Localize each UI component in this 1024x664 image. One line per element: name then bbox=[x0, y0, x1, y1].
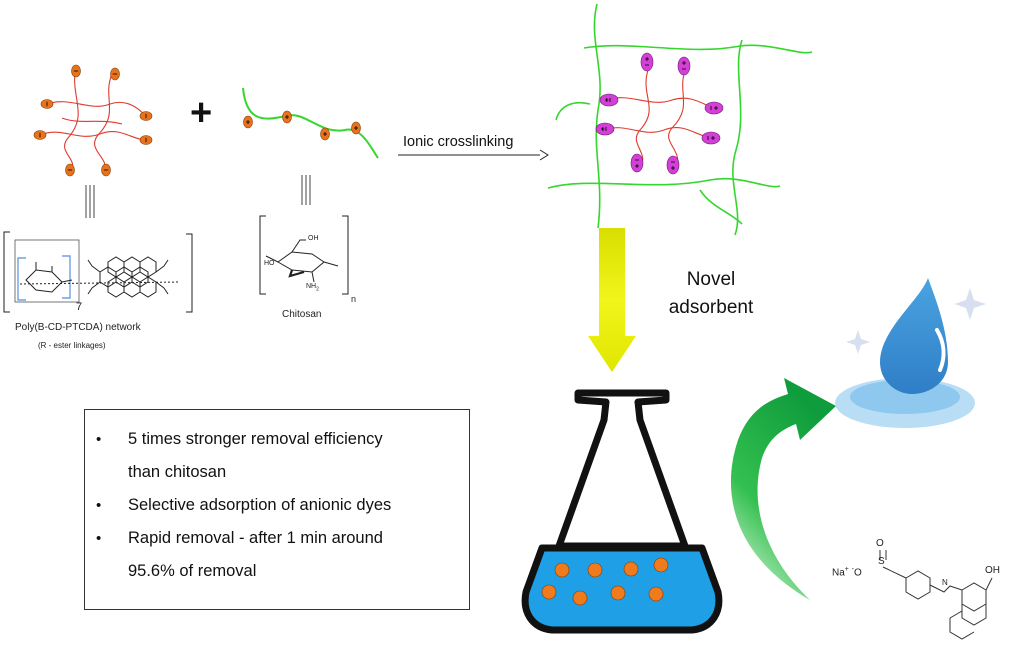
novel-adsorbent-label: Novel adsorbent bbox=[666, 266, 756, 322]
water-drop-icon bbox=[835, 278, 975, 428]
plus-sign: + bbox=[190, 92, 213, 134]
negative-bead-icon bbox=[139, 111, 153, 121]
crosslinked-beads bbox=[595, 52, 724, 175]
process-arrow-label: Ionic crosslinking bbox=[403, 134, 514, 150]
positive-bead-icon bbox=[243, 115, 253, 129]
cd-polymer-cluster bbox=[39, 71, 147, 171]
dye-oxygen: O bbox=[876, 538, 884, 549]
nh-text: NH bbox=[306, 283, 317, 290]
flask-particles bbox=[541, 557, 669, 606]
sparkle-icon bbox=[846, 288, 986, 354]
positive-bead-icon bbox=[320, 127, 330, 141]
negative-bead-icon bbox=[65, 163, 75, 177]
cd-network-label: Poly(B-CD-PTCDA) network bbox=[15, 322, 141, 333]
negative-bead-icon bbox=[40, 99, 54, 109]
crosslinked-network bbox=[547, 3, 813, 236]
benefits-box: 5 times stronger removal efficiency than… bbox=[84, 409, 470, 610]
chitosan-strand bbox=[242, 87, 379, 159]
anion-oxygen: O bbox=[854, 567, 862, 579]
novel-line-2: adsorbent bbox=[668, 297, 754, 318]
crosslinking-arrow bbox=[398, 149, 549, 161]
negative-bead-icon bbox=[110, 67, 120, 81]
negative-bead-icon bbox=[71, 64, 81, 78]
cd-equivalence-lines bbox=[85, 185, 95, 218]
cd-ptcda-structure bbox=[3, 231, 193, 313]
negative-bead-icon bbox=[101, 163, 111, 177]
benefit-item: 5 times stronger removal efficiency bbox=[96, 423, 459, 456]
chitosan-structure bbox=[259, 215, 349, 295]
dye-sodium-ion: Na+ -O bbox=[832, 566, 862, 578]
dye-sulfur: S bbox=[878, 556, 885, 567]
sodium-text: Na bbox=[832, 567, 845, 579]
negative-bead-icon bbox=[139, 135, 153, 145]
chitosan-oh: OH bbox=[308, 235, 319, 242]
dye-hydroxyl: OH bbox=[985, 565, 1000, 576]
benefit-item: Rapid removal - after 1 min around bbox=[96, 522, 459, 555]
chitosan-equivalence-lines bbox=[301, 175, 311, 205]
curved-arrow-icon bbox=[730, 378, 836, 600]
chitosan-ho: HO bbox=[264, 260, 275, 267]
benefit-item: Selective adsorption of anionic dyes bbox=[96, 489, 459, 522]
novel-line-1: Novel bbox=[686, 269, 736, 290]
dye-nitrogen: N bbox=[942, 578, 948, 587]
chitosan-nh2: NH2 bbox=[306, 283, 319, 292]
positive-bead-icon bbox=[282, 110, 292, 124]
cd-repeat-count: 7 bbox=[76, 301, 83, 313]
sodium-charge: + bbox=[844, 566, 849, 573]
anion-charge: - bbox=[851, 566, 855, 573]
dye-molecule bbox=[879, 550, 993, 640]
benefit-item-continuation: than chitosan bbox=[128, 463, 227, 481]
chitosan-subscript: n bbox=[351, 294, 357, 304]
chitosan-label: Chitosan bbox=[282, 309, 322, 320]
benefits-list: 5 times stronger removal efficiency than… bbox=[85, 410, 469, 588]
cd-negative-beads bbox=[33, 64, 153, 177]
positive-bead-icon bbox=[351, 121, 361, 135]
benefit-item-continuation: 95.6% of removal bbox=[128, 562, 257, 580]
cd-network-sublabel: (R - ester linkages) bbox=[38, 341, 106, 350]
down-arrow-icon bbox=[588, 228, 636, 372]
nh2-subscript: 2 bbox=[316, 286, 319, 293]
negative-bead-icon bbox=[33, 130, 47, 140]
